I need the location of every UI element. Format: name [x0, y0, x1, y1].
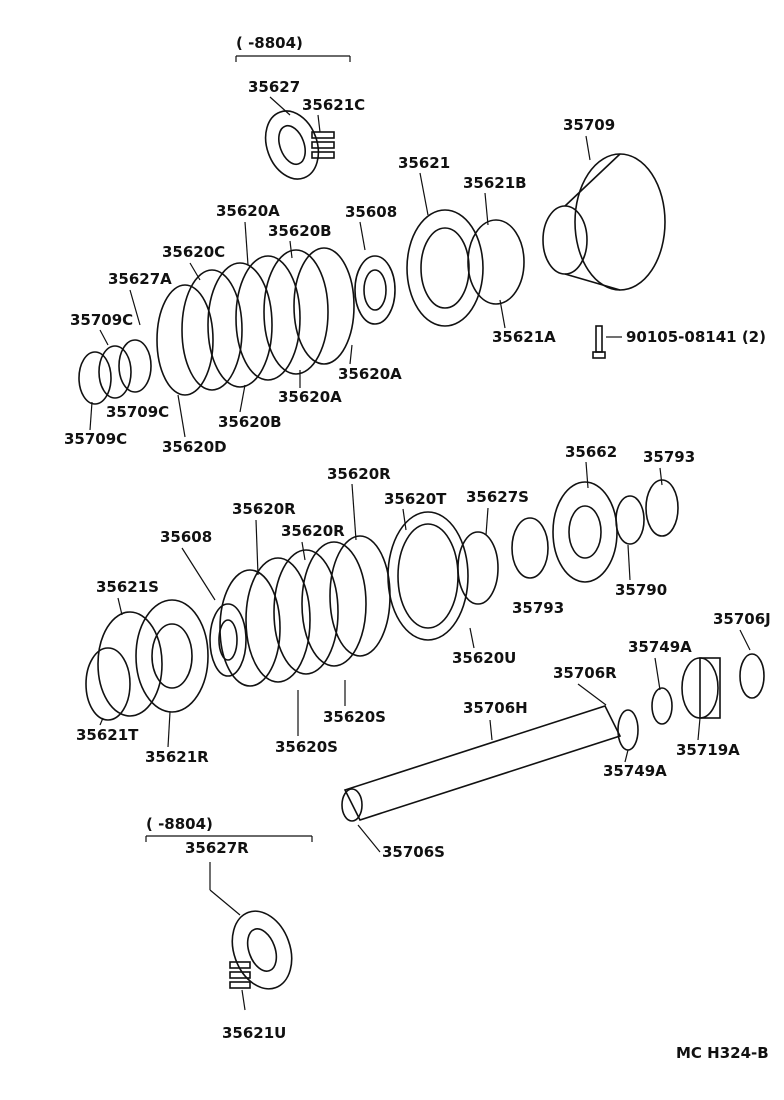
part-35620T-plate-drawing	[387, 511, 469, 641]
part-35627S-snap-ring-drawing	[457, 531, 499, 605]
part-35709C-snap-rings-drawing	[78, 339, 152, 405]
label-35627A: 35627A	[108, 270, 172, 288]
label-35620R-right: 35620R	[281, 522, 345, 540]
label-35620R-top: 35620R	[327, 465, 391, 483]
label-35749A-bottom: 35749A	[603, 762, 667, 780]
part-35621B-seal-drawing	[467, 219, 525, 305]
part-bolt-90105-drawing	[592, 325, 606, 359]
label-35621: 35621	[398, 154, 450, 172]
part-clutch-disc-stack-upper-drawing	[156, 247, 355, 396]
reference-code: MC H324-B	[676, 1044, 769, 1062]
label-35608-bottom: 35608	[160, 528, 212, 546]
label-35620B-bottom: 35620B	[218, 413, 282, 431]
part-35719A-gear-drawing	[681, 657, 721, 719]
label-90105-08141: 90105-08141 (2)	[626, 328, 766, 346]
top-date-bracket: ( -8804)	[235, 34, 351, 62]
label-35627S: 35627S	[466, 488, 529, 506]
label-35620A-top: 35620A	[216, 202, 280, 220]
part-35749A-ring-top-drawing	[651, 687, 673, 725]
label-35709C-left: 35709C	[70, 311, 133, 329]
label-35620S-mid: 35620S	[323, 708, 386, 726]
label-35790: 35790	[615, 581, 667, 599]
label-35620A-mid: 35620A	[278, 388, 342, 406]
part-35749A-ring-bottom-drawing	[617, 709, 639, 751]
part-35662-planetary-carrier-drawing	[552, 481, 618, 583]
label-35627: 35627	[248, 78, 300, 96]
label-35793-top: 35793	[643, 448, 695, 466]
part-35706J-bearing-drawing	[739, 653, 765, 699]
part-35793-thrust-washer-top-drawing	[645, 479, 679, 537]
label-35627R: 35627R	[185, 839, 249, 857]
label-35620R-mid: 35620R	[232, 500, 296, 518]
label-35706R: 35706R	[553, 664, 617, 682]
part-35621T-seal-drawing	[85, 647, 131, 721]
label-35621C: 35621C	[302, 96, 365, 114]
part-35621C-springs-drawing	[311, 131, 335, 159]
label-35706H: 35706H	[463, 699, 528, 717]
label-35620T: 35620T	[384, 490, 447, 508]
label-35749A-top: 35749A	[628, 638, 692, 656]
label-35621S: 35621S	[96, 578, 159, 596]
bottom-date-bracket: ( -8804)	[145, 815, 313, 842]
label-35621T: 35621T	[76, 726, 139, 744]
label-35608-top: 35608	[345, 203, 397, 221]
label-35620D: 35620D	[162, 438, 227, 456]
label-35793-bottom: 35793	[512, 599, 564, 617]
part-35793-thrust-washer-bottom-drawing	[511, 517, 549, 579]
part-35621U-springs-drawing	[229, 961, 251, 989]
part-35621S-seal-drawing	[97, 611, 163, 717]
part-35608-bottom-oneway-clutch-drawing	[209, 603, 247, 677]
label-35620U: 35620U	[452, 649, 516, 667]
bottom-date-range-label: ( -8804)	[146, 815, 213, 833]
label-35620B-top: 35620B	[268, 222, 332, 240]
label-35709C-bottom: 35709C	[64, 430, 127, 448]
part-35608-oneway-clutch-drawing	[354, 255, 396, 325]
part-35621-piston-drawing	[406, 209, 484, 327]
label-35620A-right: 35620A	[338, 365, 402, 383]
label-35621R: 35621R	[145, 748, 209, 766]
label-35621B: 35621B	[463, 174, 527, 192]
part-35709-drum-drawing	[542, 153, 666, 291]
part-35627R-plate-drawing	[231, 910, 293, 990]
label-35706J: 35706J	[713, 610, 771, 628]
part-35627-drawing	[264, 110, 320, 180]
label-35620C: 35620C	[162, 243, 225, 261]
label-35719A: 35719A	[676, 741, 740, 759]
label-35621A: 35621A	[492, 328, 556, 346]
label-35709C-mid: 35709C	[106, 403, 169, 421]
top-date-range-label: ( -8804)	[236, 34, 303, 52]
label-35706S: 35706S	[382, 843, 445, 861]
label-35620S-low: 35620S	[275, 738, 338, 756]
label-35621U: 35621U	[222, 1024, 286, 1042]
part-35790-bearing-drawing	[615, 495, 645, 545]
label-35662: 35662	[565, 443, 617, 461]
label-35709: 35709	[563, 116, 615, 134]
part-35706H-shaft-drawing	[341, 705, 622, 822]
part-35621R-piston-drawing	[135, 599, 209, 713]
